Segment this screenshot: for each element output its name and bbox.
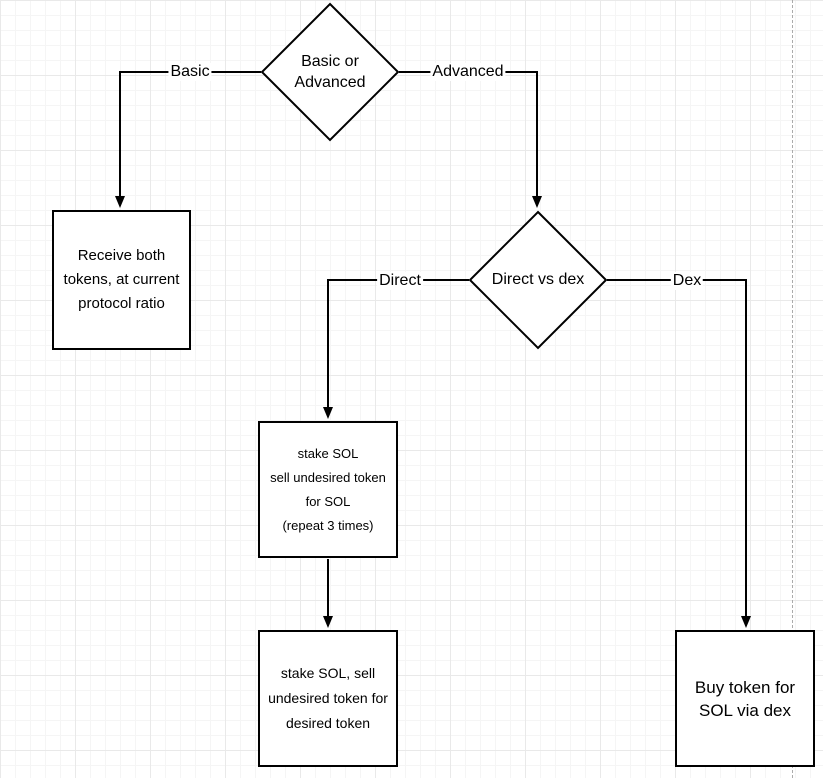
edge-label-advanced[interactable]: Advanced (430, 63, 506, 81)
process-label-line: for SOL (305, 493, 351, 509)
process-label-line: undesired token for (268, 690, 388, 706)
decision-label-line: Direct vs dex (491, 271, 585, 288)
process-stake-sol-repeat[interactable]: stake SOL sell undesired token for SOL (… (258, 421, 398, 558)
edge-direct[interactable] (323, 279, 469, 419)
process-label-line: Buy token for (694, 677, 796, 697)
process-label-line: protocol ratio (78, 295, 165, 312)
page-boundary-dashed-line (792, 0, 793, 778)
edge-advanced[interactable] (399, 71, 542, 208)
process-stake-sol-desired[interactable]: stake SOL, sell undesired token for desi… (258, 630, 398, 767)
diamond-shape (260, 2, 400, 142)
decision-direct-vs-dex[interactable]: Direct vs dex (468, 210, 608, 350)
process-label-line: (repeat 3 times) (282, 517, 374, 533)
process-label: Receive both tokens, at current protocol… (54, 244, 189, 316)
decision-label: Direct vs dex (468, 270, 608, 290)
process-label-line: SOL via dex (699, 700, 791, 720)
edge-dex[interactable] (607, 279, 751, 628)
decision-label-line: Basic or (301, 53, 359, 70)
process-receive-tokens[interactable]: Receive both tokens, at current protocol… (52, 210, 191, 350)
decision-label-line: Advanced (294, 74, 366, 91)
process-label: stake SOL sell undesired token for SOL (… (260, 442, 396, 538)
process-buy-token-via-dex[interactable]: Buy token for SOL via dex (675, 630, 815, 767)
edge-label-dex[interactable]: Dex (670, 272, 704, 290)
process-label-line: tokens, at current (63, 271, 180, 288)
process-label-line: stake SOL, sell (280, 665, 376, 681)
process-label-line: Receive both (77, 247, 166, 264)
process-label-line: stake SOL (297, 445, 359, 461)
edge-label-basic[interactable]: Basic (168, 63, 212, 81)
edge-basic[interactable] (115, 71, 261, 208)
decision-label: Basic or Advanced (260, 51, 400, 93)
diamond-shape (468, 210, 608, 350)
process-label: Buy token for SOL via dex (677, 676, 813, 722)
edge-label-direct[interactable]: Direct (377, 272, 423, 290)
process-label: stake SOL, sell undesired token for desi… (260, 661, 396, 736)
process-label-line: sell undesired token (270, 469, 386, 485)
decision-basic-or-advanced[interactable]: Basic or Advanced (260, 2, 400, 142)
process-label-line: desired token (285, 715, 371, 731)
